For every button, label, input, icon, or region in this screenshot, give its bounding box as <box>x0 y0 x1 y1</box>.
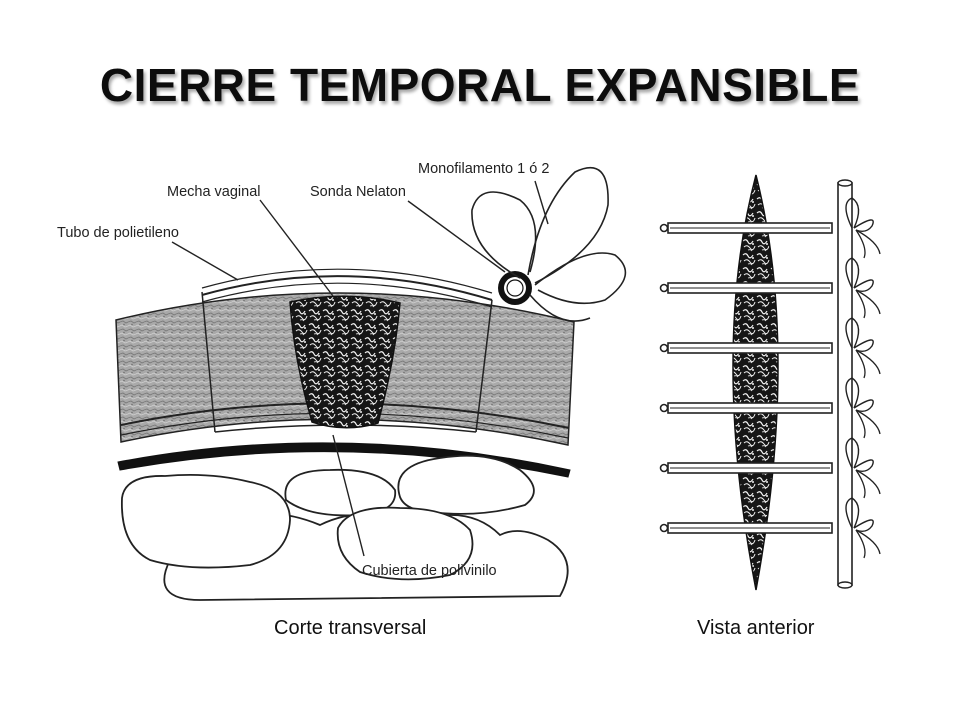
vaginal-wick <box>289 295 401 429</box>
suture-row <box>659 317 881 379</box>
label-polyvinyl-cover: Cubierta de polivinilo <box>362 563 497 579</box>
intestines <box>121 454 569 601</box>
anterior-suture-rows <box>659 197 881 559</box>
caption-cross-section: Corte transversal <box>274 617 426 639</box>
slide-title: CIERRE TEMPORAL EXPANSIBLE <box>99 59 861 111</box>
suture-row <box>659 197 881 259</box>
suture-row <box>659 377 881 439</box>
suture-row <box>659 437 881 499</box>
caption-anterior-view: Vista anterior <box>697 617 815 639</box>
label-leaders <box>171 180 549 557</box>
label-vaginal-wick: Mecha vaginal <box>167 184 261 200</box>
label-monofilament: Monofilamento 1 ó 2 <box>418 161 549 177</box>
suture-row <box>659 497 881 559</box>
label-nelaton-catheter: Sonda Nelaton <box>310 184 406 200</box>
monofilament-suture <box>471 166 627 322</box>
suture-row <box>659 257 881 319</box>
polyvinyl-cover <box>117 442 571 478</box>
anterior-vertical-tube <box>837 179 853 589</box>
label-polyethylene-tube: Tubo de polietileno <box>57 225 179 241</box>
